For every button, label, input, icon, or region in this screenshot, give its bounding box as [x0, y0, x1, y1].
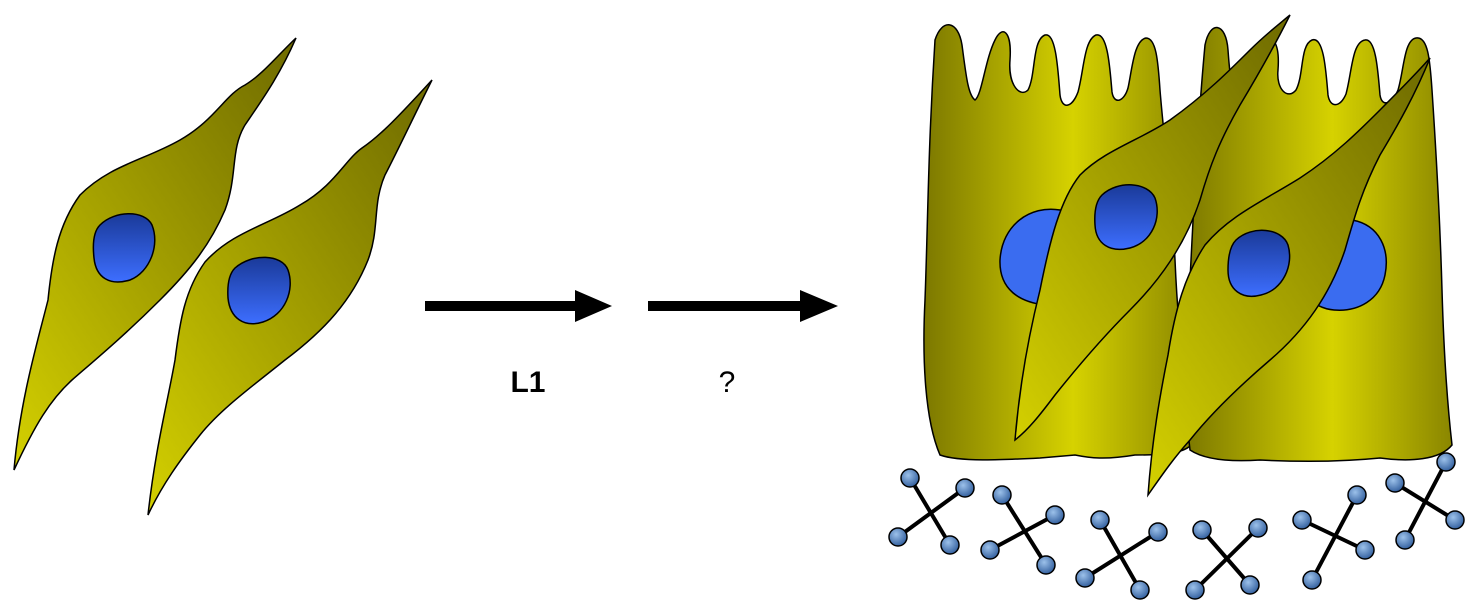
- matrix-molecule: [888, 468, 975, 555]
- overlay-spindle-cell-2: [1147, 57, 1431, 498]
- arrow-1: [425, 290, 612, 322]
- nucleus: [92, 213, 156, 283]
- arrow-1-label: L1: [510, 366, 545, 399]
- nucleus: [227, 256, 291, 325]
- nucleus: [1094, 184, 1158, 250]
- arrow-2-label: ?: [719, 366, 736, 399]
- extracellular-matrix: [888, 452, 1465, 600]
- spindle-cell-1: [13, 37, 297, 471]
- matrix-molecule: [1185, 518, 1268, 600]
- overlay-spindle-cell-1: [1014, 14, 1291, 442]
- matrix-molecule: [1075, 510, 1168, 600]
- arrow-2: [648, 290, 838, 322]
- epithelial-cells: [923, 14, 1453, 498]
- matrix-molecule: [1292, 485, 1375, 590]
- mesenchymal-cells: [13, 37, 433, 516]
- nucleus: [1227, 229, 1291, 297]
- spindle-cell-2: [147, 79, 433, 516]
- matrix-molecule: [1385, 452, 1465, 550]
- matrix-molecule: [980, 485, 1065, 575]
